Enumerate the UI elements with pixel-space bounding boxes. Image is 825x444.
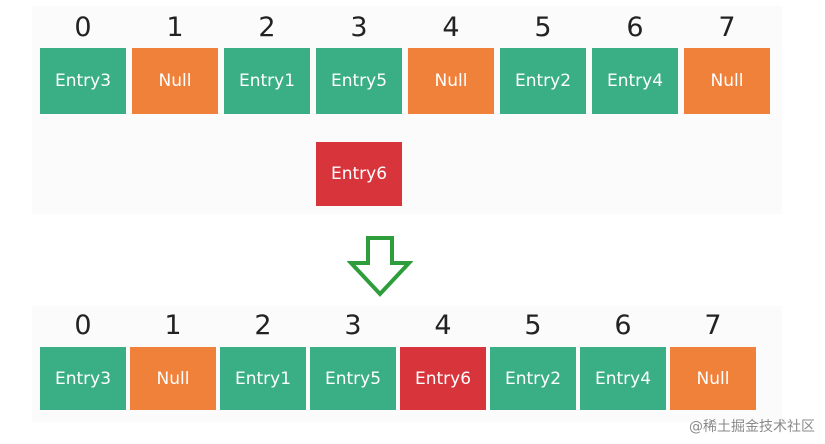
before-index-3: 3 bbox=[350, 12, 368, 43]
after-slot-5: Entry2 bbox=[490, 347, 576, 410]
before-slot-2: Entry1 bbox=[224, 48, 310, 114]
down-arrow-icon bbox=[347, 236, 413, 297]
before-slot-1: Null bbox=[132, 48, 218, 114]
after-index-0: 0 bbox=[74, 310, 92, 341]
after-index-1: 1 bbox=[164, 310, 182, 341]
before-index-7: 7 bbox=[718, 12, 736, 43]
after-slot-4: Entry6 bbox=[400, 347, 486, 410]
before-index-1: 1 bbox=[166, 12, 184, 43]
after-slot-1: Null bbox=[130, 347, 216, 410]
after-index-2: 2 bbox=[254, 310, 272, 341]
before-slot-4: Null bbox=[408, 48, 494, 114]
after-slot-0: Entry3 bbox=[40, 347, 126, 410]
after-index-5: 5 bbox=[524, 310, 542, 341]
after-slot-6: Entry4 bbox=[580, 347, 666, 410]
after-index-6: 6 bbox=[614, 310, 632, 341]
after-slot-7: Null bbox=[670, 347, 756, 410]
after-index-4: 4 bbox=[434, 310, 452, 341]
before-slot-3: Entry5 bbox=[316, 48, 402, 114]
before-slot-6: Entry4 bbox=[592, 48, 678, 114]
after-index-3: 3 bbox=[344, 310, 362, 341]
watermark: @稀土掘金技术社区 bbox=[689, 419, 815, 435]
incoming-entry: Entry6 bbox=[316, 142, 402, 206]
before-index-6: 6 bbox=[626, 12, 644, 43]
after-slot-2: Entry1 bbox=[220, 347, 306, 410]
before-slot-5: Entry2 bbox=[500, 48, 586, 114]
before-index-0: 0 bbox=[74, 12, 92, 43]
before-slot-7: Null bbox=[684, 48, 770, 114]
after-index-7: 7 bbox=[704, 310, 722, 341]
before-slot-0: Entry3 bbox=[40, 48, 126, 114]
before-index-5: 5 bbox=[534, 12, 552, 43]
after-slot-3: Entry5 bbox=[310, 347, 396, 410]
before-index-2: 2 bbox=[258, 12, 276, 43]
before-index-4: 4 bbox=[442, 12, 460, 43]
